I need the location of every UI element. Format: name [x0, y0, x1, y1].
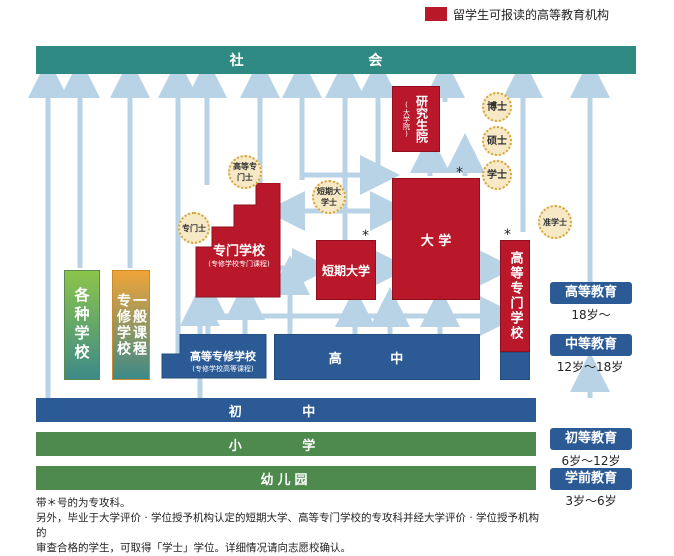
degree-doctor: 博士: [482, 92, 512, 122]
degree-bachelor: 学士: [482, 160, 512, 190]
university-box: 大 学: [392, 178, 480, 300]
degree-advanced-diploma-icon: 高等专门士: [228, 155, 262, 189]
upper-secondary-sub: (专修学校高等课程): [192, 365, 254, 373]
various-schools-box: 各种学校: [64, 270, 100, 380]
high-school-box: 高 中: [274, 334, 480, 380]
elementary-bar: 小 学: [36, 432, 536, 456]
degree-associate-icon: 短期大学士: [312, 180, 346, 214]
vocational-school-label-wrap: 专门学校 (专修学校专门课程): [196, 240, 282, 269]
kindergarten-label: 幼儿园: [260, 472, 312, 488]
elementary-label: 小 学: [228, 438, 344, 454]
upper-secondary-label-wrap: 高等专修学校 (专修学校高等课程): [180, 348, 266, 374]
stage-primary-label: 初等教育: [550, 428, 632, 450]
legend-swatch: [425, 7, 447, 21]
special-general-suffix: 校: [115, 341, 131, 357]
legend-label: 留学生可报读的高等教育机构: [453, 7, 610, 22]
degree-advanced-diploma: 高等专门士: [228, 155, 262, 189]
stage-secondary-age: 12岁～18岁: [556, 360, 624, 374]
degree-doctor-icon: 博士: [482, 92, 512, 122]
degree-associate-degree: 准学士: [538, 205, 572, 239]
junior-high-bar: 初 中: [36, 398, 536, 422]
special-general-label: 专修学校: [115, 293, 131, 357]
vocational-school-shape: [195, 183, 281, 298]
degree-associate-label: 短期大学士: [317, 187, 341, 207]
special-general-box: 专修学校 一般课程: [112, 270, 150, 380]
degree-master-label: 硕士: [487, 135, 507, 147]
technical-college-lower: [500, 352, 530, 380]
special-general-course: 一般课程: [131, 293, 147, 357]
legend: 留学生可报读的高等教育机构: [425, 6, 665, 22]
stage-higher-label: 高等教育: [550, 282, 632, 304]
notes: 带＊号的为专攻科。 另外，毕业于大学评价 · 学位授予机构认定的短期大学、高等专…: [36, 496, 546, 556]
junior-college-box: 短期大学: [316, 240, 376, 300]
degree-bachelor-icon: 学士: [482, 160, 512, 190]
degree-bachelor-label: 学士: [487, 169, 507, 181]
graduate-school-box: (大学院) 研究生院: [392, 86, 440, 152]
degree-doctor-label: 博士: [487, 101, 507, 113]
degree-associate-degree-label: 准学士: [543, 217, 567, 227]
upper-secondary-shape: [161, 334, 267, 379]
note-line-2: 另外，毕业于大学评价 · 学位授予机构认定的短期大学、高等专门学校的专攻科并经大…: [36, 512, 540, 539]
special-general-prefix: 专修学: [115, 293, 131, 341]
society-label: 社 会: [229, 53, 443, 69]
junior-college-asterisk: *: [362, 228, 369, 244]
degree-advanced-diploma-label: 高等专门士: [233, 162, 257, 182]
note-line-1: 带＊号的为专攻科。: [36, 497, 131, 509]
stage-secondary-label: 中等教育: [550, 334, 632, 356]
technical-college-label: 高等专门学校: [507, 251, 523, 341]
graduate-school-sub: (大学院): [402, 100, 411, 138]
degree-diploma: 专门士: [178, 212, 210, 244]
graduate-school-label: 研究生院: [414, 95, 429, 143]
junior-college-label: 短期大学: [321, 263, 370, 278]
technical-college-box: 高等专门学校: [500, 240, 530, 352]
upper-secondary-label: 高等专修学校: [190, 350, 256, 363]
society-bar: 社 会: [36, 46, 636, 74]
degree-diploma-icon: 专门士: [178, 212, 210, 244]
vocational-school-label: 专门学校: [212, 244, 265, 259]
technical-college-asterisk: *: [504, 227, 511, 243]
stage-higher-age: 18岁～: [571, 308, 611, 322]
junior-high-label: 初 中: [228, 404, 344, 420]
high-school-label: 高 中: [328, 351, 426, 367]
university-label: 大 学: [420, 233, 452, 249]
stage-primary-age: 6岁～12岁: [561, 454, 621, 468]
kindergarten-bar: 幼儿园: [36, 466, 536, 490]
various-schools-label: 各种学校: [72, 287, 91, 363]
degree-associate: 短期大学士: [312, 180, 346, 214]
degree-master-icon: 硕士: [482, 126, 512, 156]
university-asterisk: *: [456, 165, 463, 181]
vocational-school-sub: (专修学校专门课程): [208, 260, 270, 268]
stage-preschool-label: 学前教育: [550, 468, 632, 490]
degree-associate-degree-icon: 准学士: [538, 205, 572, 239]
degree-diploma-label: 专门士: [182, 223, 206, 233]
degree-master: 硕士: [482, 126, 512, 156]
note-line-3: 审查合格的学生，可取得「学士」学位。详细情况请向志愿校确认。: [36, 542, 351, 554]
stage-preschool-age: 3岁～6岁: [565, 494, 617, 508]
